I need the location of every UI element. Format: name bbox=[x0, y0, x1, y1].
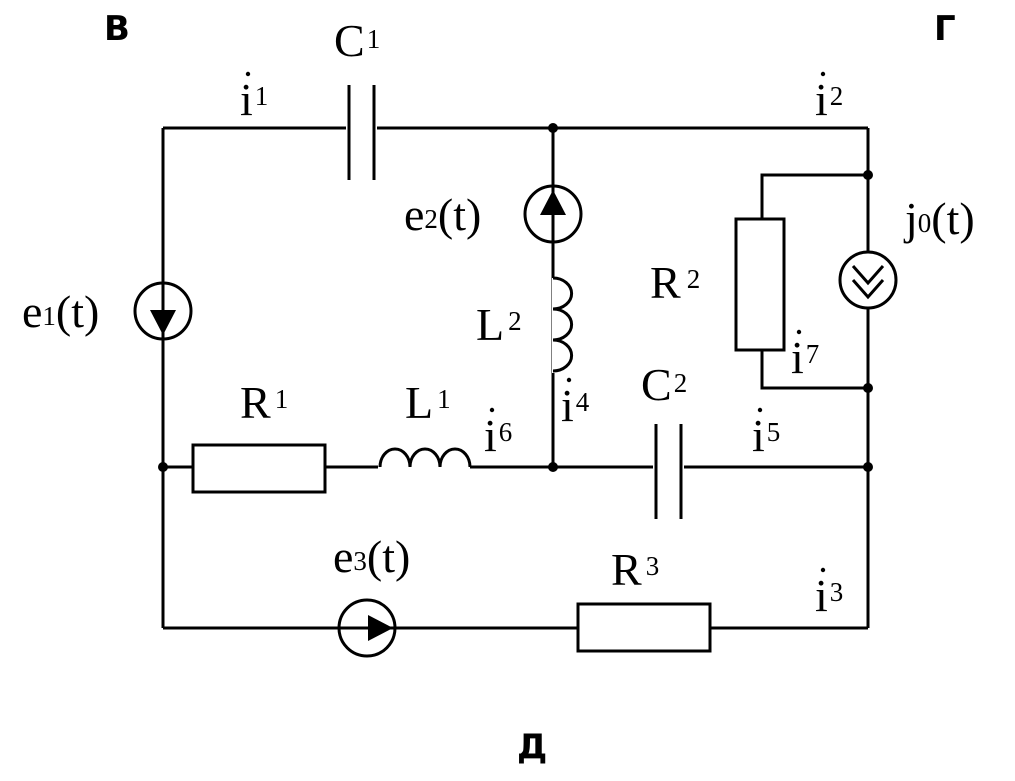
label-e2: e2(t) bbox=[404, 189, 481, 240]
node-label-g: Г bbox=[934, 9, 956, 49]
junction-r2-bottom bbox=[863, 383, 873, 393]
resistor-r2 bbox=[734, 217, 786, 352]
resistor-r3 bbox=[576, 602, 712, 653]
svg-text:i4: i4 bbox=[561, 380, 590, 431]
junction-r2-top bbox=[863, 170, 873, 180]
label-e1: e1(t) bbox=[22, 286, 99, 337]
label-i1: i1 bbox=[240, 71, 268, 125]
label-i4: i4 bbox=[561, 377, 590, 431]
label-c2: C2 bbox=[641, 359, 687, 410]
label-i6: i6 bbox=[484, 407, 512, 461]
inductor-l1 bbox=[378, 430, 472, 470]
capacitor-c2 bbox=[653, 424, 684, 519]
svg-text:i7: i7 bbox=[791, 332, 819, 383]
voltage-source-e2 bbox=[523, 184, 583, 244]
junctions bbox=[158, 123, 873, 472]
label-i3: i3 bbox=[815, 567, 843, 621]
resistor-r1 bbox=[191, 443, 327, 494]
label-c1: C1 bbox=[334, 15, 380, 66]
capacitor-c1 bbox=[346, 85, 377, 180]
svg-text:i2: i2 bbox=[815, 74, 843, 125]
svg-text:i1: i1 bbox=[240, 74, 268, 125]
junction-left-middle bbox=[158, 462, 168, 472]
voltage-source-e3 bbox=[337, 598, 397, 658]
junction-center bbox=[548, 462, 558, 472]
label-i7: i7 bbox=[791, 329, 819, 383]
label-j0: j0(t) bbox=[903, 193, 975, 244]
label-e3: e3(t) bbox=[333, 531, 410, 582]
label-i2: i2 bbox=[815, 71, 843, 125]
node-label-d: Д bbox=[517, 727, 547, 767]
voltage-source-e1 bbox=[133, 281, 193, 341]
node-label-v: В bbox=[104, 9, 130, 49]
svg-text:i3: i3 bbox=[815, 570, 843, 621]
inductor-l2 bbox=[552, 276, 592, 373]
junction-top-middle bbox=[548, 123, 558, 133]
junction-right-middle bbox=[863, 462, 873, 472]
svg-text:i5: i5 bbox=[752, 410, 780, 461]
svg-text:i6: i6 bbox=[484, 410, 512, 461]
current-source-j0 bbox=[838, 250, 898, 310]
label-i5: i5 bbox=[752, 407, 780, 461]
